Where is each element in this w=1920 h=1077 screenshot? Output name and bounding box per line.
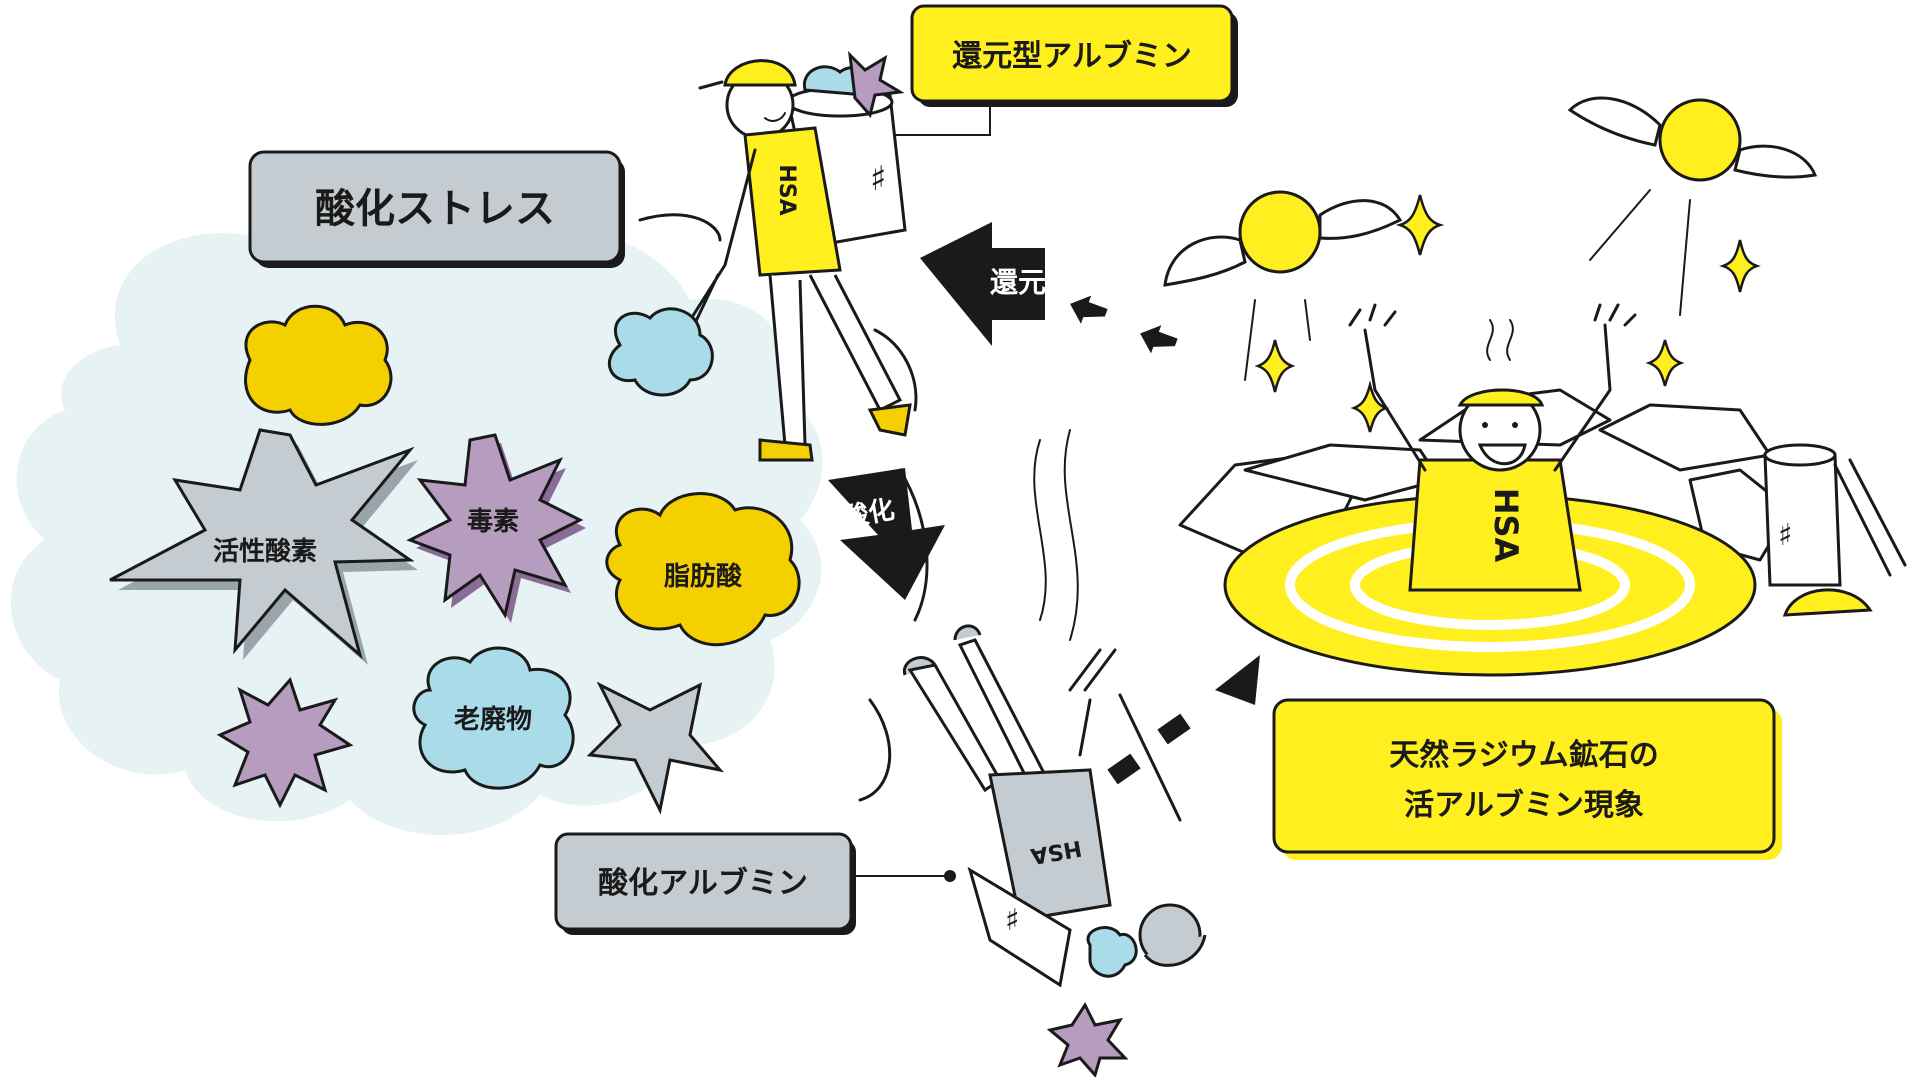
reduction-arrow: 還元 bbox=[920, 222, 1178, 354]
active-oxygen-label: 活性酸素 bbox=[213, 537, 317, 567]
oxidized-albumin-label: 酸化アルブミン bbox=[598, 866, 808, 901]
spring-side-bucket: ♯ bbox=[1763, 443, 1907, 617]
sparkle-icons bbox=[1254, 194, 1761, 433]
waste-cloud: 老廃物 bbox=[412, 646, 575, 790]
phenomenon-label-line1: 天然ラジウム鉱石の bbox=[1389, 738, 1658, 773]
small-purple-burst bbox=[216, 677, 354, 809]
oxidized-albumin-label-box: 酸化アルブミン bbox=[554, 832, 956, 935]
svg-text:♯: ♯ bbox=[1005, 903, 1020, 938]
bather-shirt-text: HSA bbox=[1487, 488, 1525, 563]
fatty-acid-label: 脂肪酸 bbox=[664, 562, 743, 592]
dashed-arrows-to-spring bbox=[1107, 655, 1260, 785]
worker-shirt-text: HSA bbox=[774, 164, 799, 215]
oxidized-albumin-figure: HSA ♯ bbox=[902, 429, 1207, 1077]
oxidation-arrow: 酸化 bbox=[828, 468, 945, 600]
gold-cloud-top bbox=[244, 304, 393, 426]
oxidative-stress-label: 酸化ストレス bbox=[315, 186, 555, 232]
toxin-label: 毒素 bbox=[467, 507, 519, 537]
gray-small-star bbox=[586, 681, 724, 815]
cap-icon bbox=[1782, 588, 1873, 617]
phenomenon-label-line2: 活アルブミン現象 bbox=[1404, 788, 1644, 823]
reduced-albumin-label-box: 還元型アルブミン bbox=[844, 4, 1238, 141]
svg-text:♯: ♯ bbox=[1778, 518, 1793, 553]
steam-icon bbox=[1486, 319, 1494, 361]
reduced-albumin-label: 還元型アルブミン bbox=[952, 39, 1192, 74]
phenomenon-label-box: 天然ラジウム鉱石の 活アルブミン現象 bbox=[1272, 698, 1782, 860]
flying-sun-icon-left bbox=[1163, 190, 1403, 381]
reduced-albumin-worker: ♯ HSA bbox=[607, 50, 912, 462]
oxidative-stress-label-box: 酸化ストレス bbox=[248, 150, 625, 268]
toxin-burst: 毒素 bbox=[406, 433, 586, 623]
fatty-acid-cloud: 脂肪酸 bbox=[605, 492, 801, 647]
flying-sun-icon-right bbox=[1567, 96, 1818, 316]
active-oxygen-star: 活性酸素 bbox=[109, 428, 418, 665]
waste-label: 老廃物 bbox=[454, 704, 532, 735]
bucket-mark-icon: ♯ bbox=[870, 159, 886, 199]
reduction-label: 還元 bbox=[990, 266, 1046, 299]
bathing-hsa-figure: HSA bbox=[1348, 303, 1637, 592]
